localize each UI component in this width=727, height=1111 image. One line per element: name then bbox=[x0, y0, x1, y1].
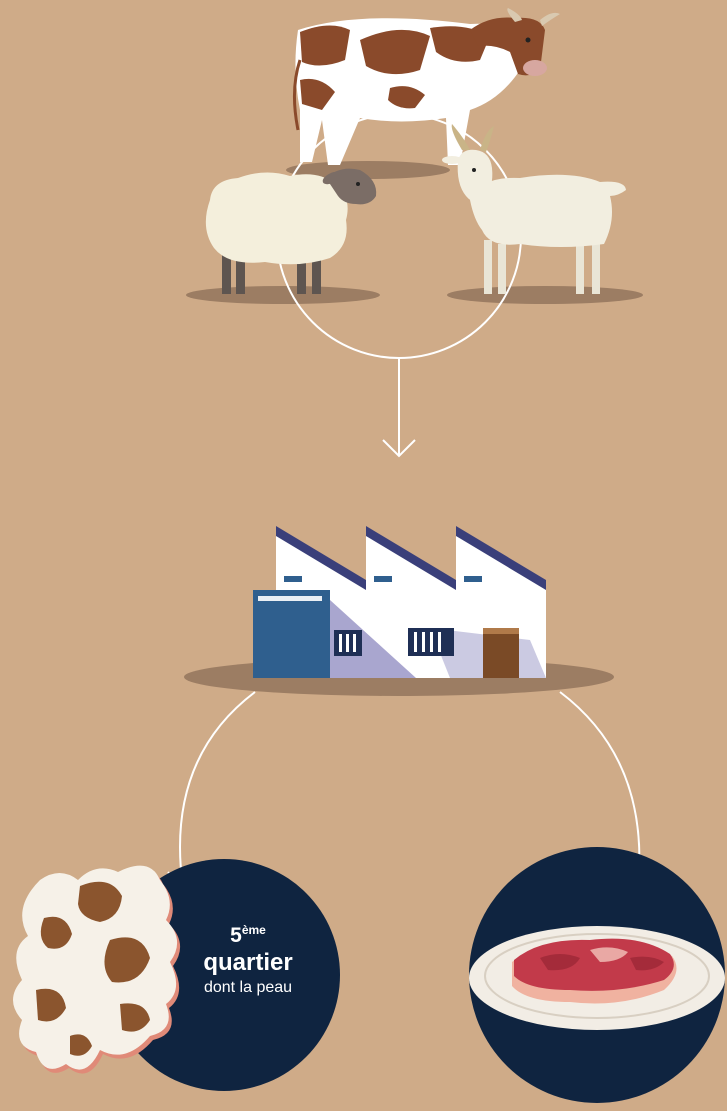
quartier-label: 5ème quartier dont la peau bbox=[168, 918, 328, 998]
meat-steak-icon bbox=[469, 926, 725, 1030]
arrow-animals-to-factory bbox=[383, 358, 415, 456]
goat-icon bbox=[442, 124, 626, 294]
quartier-number: 5 bbox=[230, 924, 242, 947]
quartier-suffix: ème bbox=[242, 923, 266, 937]
factory-icon bbox=[184, 526, 614, 696]
quartier-subtitle: dont la peau bbox=[168, 978, 328, 998]
sheep-icon bbox=[206, 169, 376, 294]
quartier-title: quartier bbox=[168, 948, 328, 978]
livestock-group bbox=[186, 8, 643, 358]
cow-icon bbox=[294, 8, 560, 165]
quartier-number-line: 5ème bbox=[168, 918, 328, 948]
goat-shadow bbox=[447, 286, 643, 304]
sheep-shadow bbox=[186, 286, 380, 304]
